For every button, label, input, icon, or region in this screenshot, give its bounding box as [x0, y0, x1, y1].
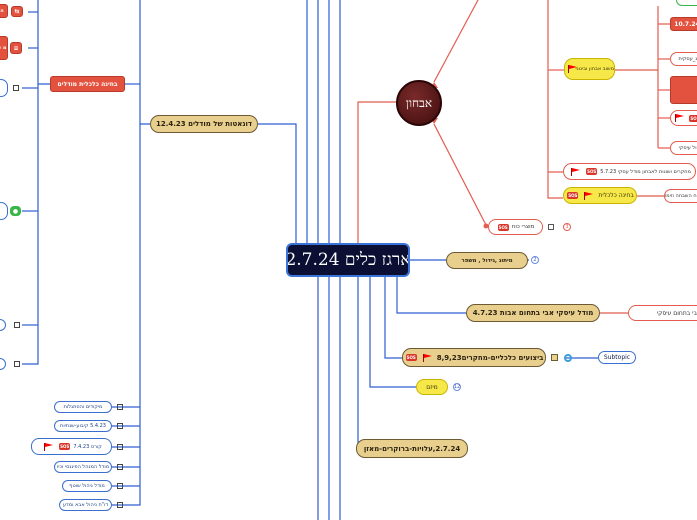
subtopic-node[interactable]: Subtopic [598, 351, 636, 364]
sos-icon: SOS [567, 192, 579, 199]
sos-icon: SOS [689, 114, 697, 122]
left-item-1[interactable]: מיקודים והסתגלות [54, 401, 112, 413]
edge-node-1[interactable]: ה [0, 4, 8, 18]
left-item-2[interactable]: 5.4.23 קיבוע-שנתיות [54, 420, 112, 432]
sos-icon: SOS [586, 168, 598, 175]
flag-icon [43, 442, 54, 451]
yellow-topic-1[interactable]: משוב אבחון ובינוני [564, 58, 615, 80]
edge-share-icon[interactable]: ⇆ [11, 6, 23, 17]
yellow1-label: משוב אבחון ובינוני [575, 66, 614, 72]
yellow-topic-2[interactable]: בחינה כלכלית SOS [563, 187, 637, 204]
date-node[interactable]: 10.7.24 [670, 17, 697, 31]
red-item-management[interactable]: ניהול עיסקי [670, 141, 697, 155]
flag-icon [570, 167, 581, 176]
model-topic[interactable]: מודל עיסקי אבי בתחום אבות 4.7.23 [466, 304, 600, 322]
central-topic[interactable]: ארגז כלים 2.7.24 [286, 243, 410, 277]
sos-flag-node[interactable]: SOS [670, 110, 697, 126]
collapsed-count[interactable]: 3 [563, 223, 571, 231]
external-link-icon[interactable] [117, 483, 123, 489]
model-child[interactable]: אבי בתחום עיסקי [628, 305, 697, 321]
flag-icon [674, 114, 685, 122]
structure-topic[interactable]: מיתוג ,גידול , משפר [446, 252, 528, 269]
tools-topic[interactable]: ביצועים כלכליים-מחקרים8,9,23 SOS [402, 348, 546, 367]
flag-icon [567, 65, 577, 73]
red-item-review[interactable]: דו"ח השבחה וזימוני [664, 189, 697, 203]
external-link-icon[interactable] [117, 423, 123, 429]
left-item-5[interactable]: מודל ניהול שוטף [62, 480, 112, 492]
sos-icon: SOS [59, 443, 71, 450]
external-link-icon[interactable] [13, 85, 19, 91]
left-item-4[interactable]: מודל המנהל הפיננסי וכיו [54, 461, 112, 473]
external-link-icon[interactable] [14, 361, 20, 367]
products-node[interactable]: מוצרי כוח SOS [488, 219, 543, 235]
green-node[interactable] [676, 0, 697, 6]
external-link-icon[interactable] [14, 322, 20, 328]
advisors-topic[interactable]: 2.7.24,עלויות-ברוקרים-מאזן [356, 439, 468, 458]
red-item-business[interactable]: מ"נ_עסקית [670, 52, 697, 66]
external-link-icon[interactable] [117, 444, 123, 450]
products-label: מוצרי כוח [511, 224, 535, 230]
external-link-icon[interactable] [548, 224, 554, 230]
sos-icon: SOS [497, 223, 509, 231]
research-label: מחקרים ושונות לאבחון מודל עסקי 5.7.23 [600, 168, 691, 175]
refresh-icon[interactable] [564, 354, 572, 362]
models-topic[interactable]: בחינה כלכלית מודלים [50, 76, 125, 92]
external-link-icon[interactable] [117, 502, 123, 508]
yellow2-label: בחינה כלכלית [598, 192, 634, 199]
flag-icon [583, 191, 594, 200]
tools-label: ביצועים כלכליים-מחקרים8,9,23 [436, 353, 544, 362]
left-item-3-label: קורס 7.4.23 [73, 443, 102, 450]
collapsed-count[interactable]: 12 [453, 383, 461, 391]
external-link-icon[interactable] [117, 464, 123, 470]
menu-icon[interactable] [551, 354, 558, 361]
downloads-topic[interactable]: דונאטות של מודלים 12.4.23 [150, 115, 258, 133]
goal-topic[interactable]: מיזם [416, 379, 448, 395]
edge-node-2[interactable]: מ א [0, 36, 8, 60]
collapsed-count[interactable]: 2 [531, 256, 539, 264]
research-node[interactable]: מחקרים ושונות לאבחון מודל עסקי 5.7.23 SO… [563, 163, 696, 180]
left-item-3[interactable]: קורס 7.4.23 SOS [31, 438, 112, 455]
external-link-icon[interactable] [117, 404, 123, 410]
list-icon[interactable]: ≡ [10, 42, 22, 54]
diagnosis-topic[interactable]: אבחון [396, 80, 442, 126]
left-item-6[interactable]: דו"ח ניהול אבא ומדע [59, 499, 112, 511]
flag-icon [422, 353, 433, 362]
sos-icon: SOS [405, 354, 417, 361]
comment-icon[interactable]: ● [10, 206, 21, 216]
red-filled-node[interactable] [670, 76, 697, 104]
